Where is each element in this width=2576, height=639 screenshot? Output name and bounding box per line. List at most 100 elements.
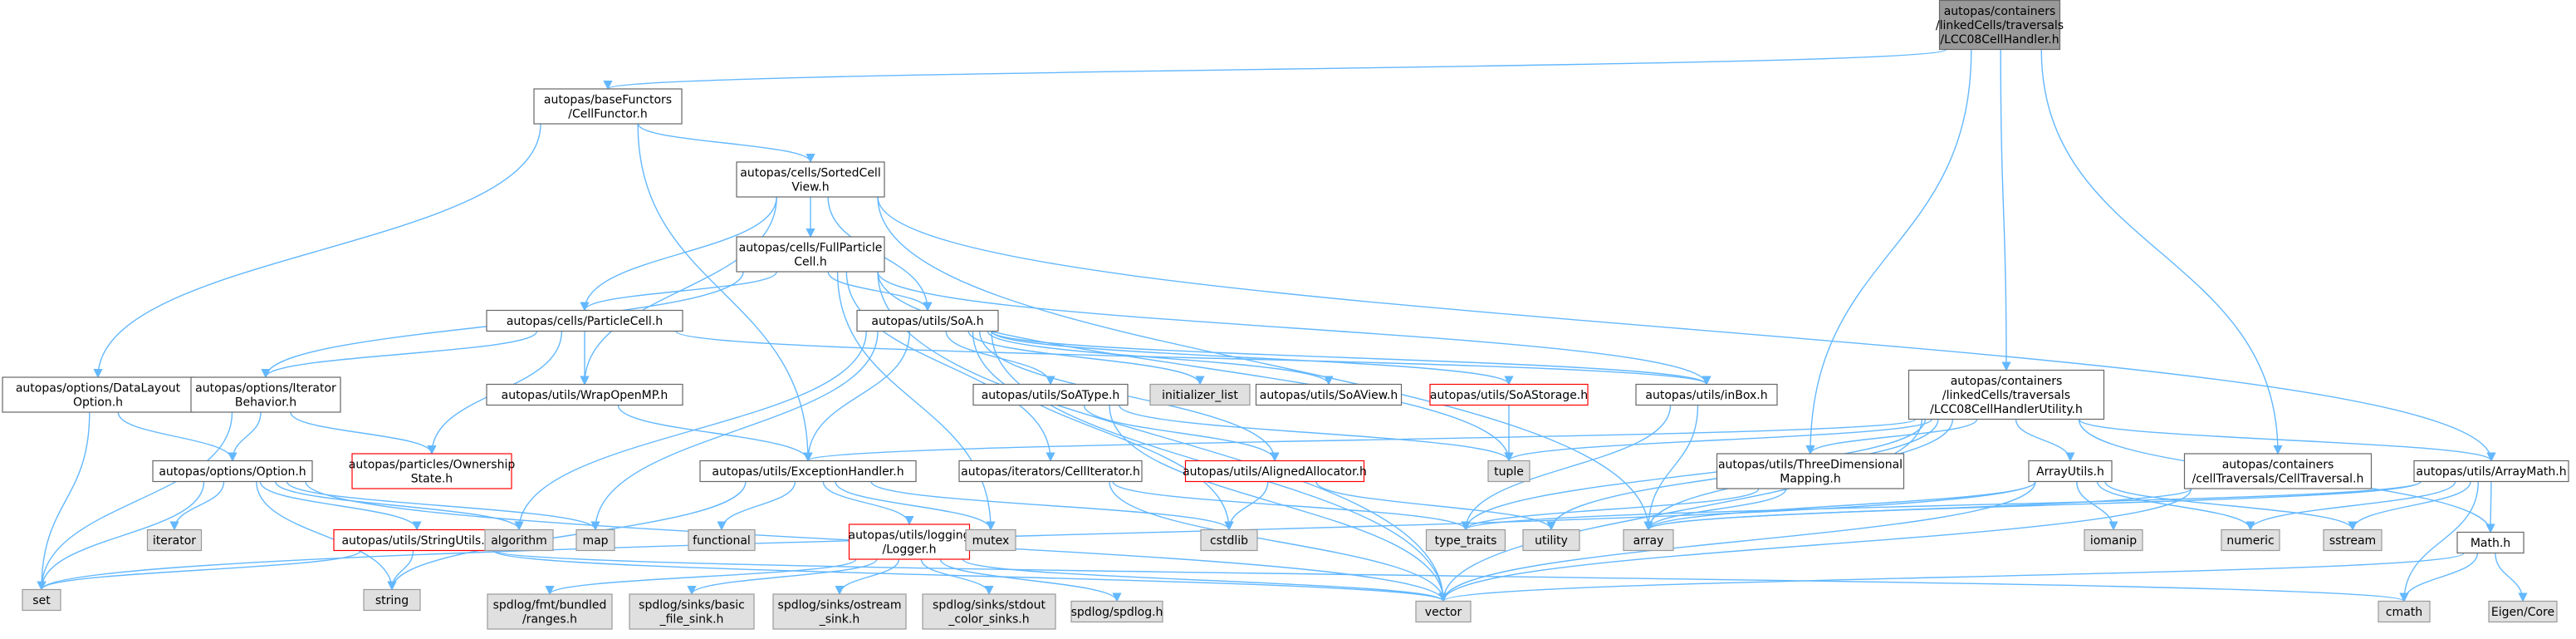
node-map[interactable]: map — [575, 528, 615, 552]
edge-exception-to-mutex — [835, 481, 996, 531]
edge-logger-to-fmtranges — [545, 558, 857, 596]
node-lcc08util[interactable]: autopas/containers/linkedCells/traversal… — [1908, 369, 2105, 420]
node-label-line: autopas/utils/SoAView.h — [1260, 389, 1398, 402]
node-vector[interactable]: vector — [1415, 600, 1472, 623]
node-algorithm[interactable]: algorithm — [484, 528, 554, 552]
node-array[interactable]: array — [1623, 528, 1674, 552]
node-label-line: /CellFunctor.h — [568, 108, 647, 121]
node-particlecell[interactable]: autopas/cells/ParticleCell.h — [486, 309, 683, 332]
edge-iterbehavior-to-set — [37, 411, 233, 591]
edge-root-to-celltraversal — [2040, 49, 2283, 455]
edge-option-to-set — [37, 481, 205, 591]
node-celliterator[interactable]: autopas/iterators/CellIterator.h — [958, 460, 1143, 483]
node-label-line: /ranges.h — [522, 613, 577, 627]
node-inbox[interactable]: autopas/utils/inBox.h — [1635, 383, 1778, 406]
node-mathh[interactable]: Math.h — [2456, 531, 2525, 554]
edge-logger-to-stdoutcolor — [920, 558, 994, 596]
node-root[interactable]: autopas/containers/linkedCells/traversal… — [1936, 0, 2064, 51]
node-stringutils[interactable]: autopas/utils/StringUtils.h — [333, 528, 501, 552]
node-box — [1635, 383, 1778, 406]
node-exception[interactable]: autopas/utils/ExceptionHandler.h — [699, 460, 917, 483]
node-fmtranges[interactable]: spdlog/fmt/bundled/ranges.h — [487, 593, 613, 630]
node-box — [1184, 460, 1365, 483]
node-wrapopenmp[interactable]: autopas/utils/WrapOpenMP.h — [486, 383, 683, 406]
node-numeric[interactable]: numeric — [2221, 528, 2280, 552]
node-label-line: autopas/utils/SoAStorage.h — [1430, 389, 1588, 402]
node-cstdlib[interactable]: cstdlib — [1200, 528, 1258, 552]
node-label-line: spdlog/sinks/ostream — [778, 599, 902, 612]
node-soatype[interactable]: autopas/utils/SoAType.h — [972, 383, 1129, 406]
edge-arraymath-to-typetraits — [1461, 480, 2422, 531]
node-spdlogh[interactable]: spdlog/spdlog.h — [1070, 600, 1163, 623]
edge-stringutils-to-string — [387, 550, 414, 591]
node-box — [487, 593, 613, 630]
node-label-line: View.h — [791, 181, 829, 194]
node-label-line: autopas/cells/FullParticle — [739, 242, 883, 255]
edge-aligned-to-utility — [1315, 481, 1556, 531]
node-box — [1200, 528, 1258, 552]
node-string[interactable]: string — [363, 588, 421, 612]
edge-cellfunctor-to-exception — [637, 123, 813, 462]
node-option[interactable]: autopas/options/Option.h — [152, 460, 313, 483]
node-set[interactable]: set — [22, 588, 61, 612]
edge-arraymath-to-array — [1643, 480, 2422, 531]
node-logger[interactable]: autopas/utils/logging/Logger.h — [848, 523, 971, 560]
node-box — [699, 460, 917, 483]
node-cellfunctor[interactable]: autopas/baseFunctors/CellFunctor.h — [533, 88, 683, 125]
node-initlist[interactable]: initializer_list — [1149, 383, 1251, 406]
edge-cellfunctor-to-sortedcell — [637, 123, 815, 164]
node-arrayutils[interactable]: ArrayUtils.h — [2028, 460, 2113, 483]
edge-layer — [37, 48, 2528, 602]
node-box — [736, 236, 885, 273]
node-box — [533, 88, 683, 125]
node-eigen[interactable]: Eigen/Core — [2488, 600, 2558, 623]
node-soa[interactable]: autopas/utils/SoA.h — [856, 309, 999, 332]
node-label-line: autopas/containers — [1944, 5, 2056, 18]
node-sstream[interactable]: sstream — [2323, 528, 2383, 552]
node-tuple[interactable]: tuple — [1487, 460, 1530, 483]
node-box — [965, 528, 1016, 552]
edge-fullparticle-to-tuple — [877, 271, 1514, 462]
node-iomanip[interactable]: iomanip — [2084, 528, 2143, 552]
node-ostream[interactable]: spdlog/sinks/ostream_sink.h — [772, 593, 907, 630]
node-label-line: Math.h — [2471, 537, 2510, 550]
edge-option-to-iterator — [169, 481, 225, 531]
edge-wrapopenmp-to-exception — [617, 405, 813, 462]
node-utility[interactable]: utility — [1522, 528, 1580, 552]
node-label-line: autopas/particles/Ownership — [349, 459, 516, 472]
edge-logger-to-ostream — [835, 558, 900, 596]
node-soaview[interactable]: autopas/utils/SoAView.h — [1255, 383, 1403, 406]
node-typetraits[interactable]: type_traits — [1425, 528, 1506, 552]
node-stdoutcolor[interactable]: spdlog/sinks/stdout_color_sinks.h — [922, 593, 1056, 630]
node-label-line: spdlog/sinks/stdout — [933, 599, 1046, 612]
edge-option-to-string — [256, 481, 397, 591]
node-box — [146, 528, 203, 552]
node-mutex[interactable]: mutex — [965, 528, 1016, 552]
node-functional[interactable]: functional — [688, 528, 756, 552]
edge-stringutils-to-vector — [492, 549, 1448, 602]
edge-inbox-to-typetraits — [1461, 405, 1672, 531]
node-cmath[interactable]: cmath — [2378, 600, 2431, 623]
edge-arraymath-to-cmath — [2399, 481, 2479, 602]
node-label-line: autopas/utils/AlignedAllocator.h — [1183, 465, 1367, 479]
node-aligned[interactable]: autopas/utils/AlignedAllocator.h — [1183, 460, 1367, 483]
edge-arraymath-to-numeric — [2245, 481, 2456, 531]
node-box — [1522, 528, 1580, 552]
node-label-line: ArrayUtils.h — [2036, 465, 2104, 479]
node-basicfile[interactable]: spdlog/sinks/basic_file_sink.h — [629, 593, 755, 630]
node-arraymath[interactable]: autopas/utils/ArrayMath.h — [2413, 460, 2569, 483]
node-box — [351, 453, 512, 489]
edge-aligned-to-cstdlib — [1224, 481, 1269, 531]
node-label-line: Behavior.h — [235, 396, 296, 410]
node-soastorage[interactable]: autopas/utils/SoAStorage.h — [1429, 383, 1589, 406]
node-celltraversal[interactable]: autopas/containers/cellTraversals/CellTr… — [2183, 453, 2373, 489]
node-iterator[interactable]: iterator — [146, 528, 203, 552]
